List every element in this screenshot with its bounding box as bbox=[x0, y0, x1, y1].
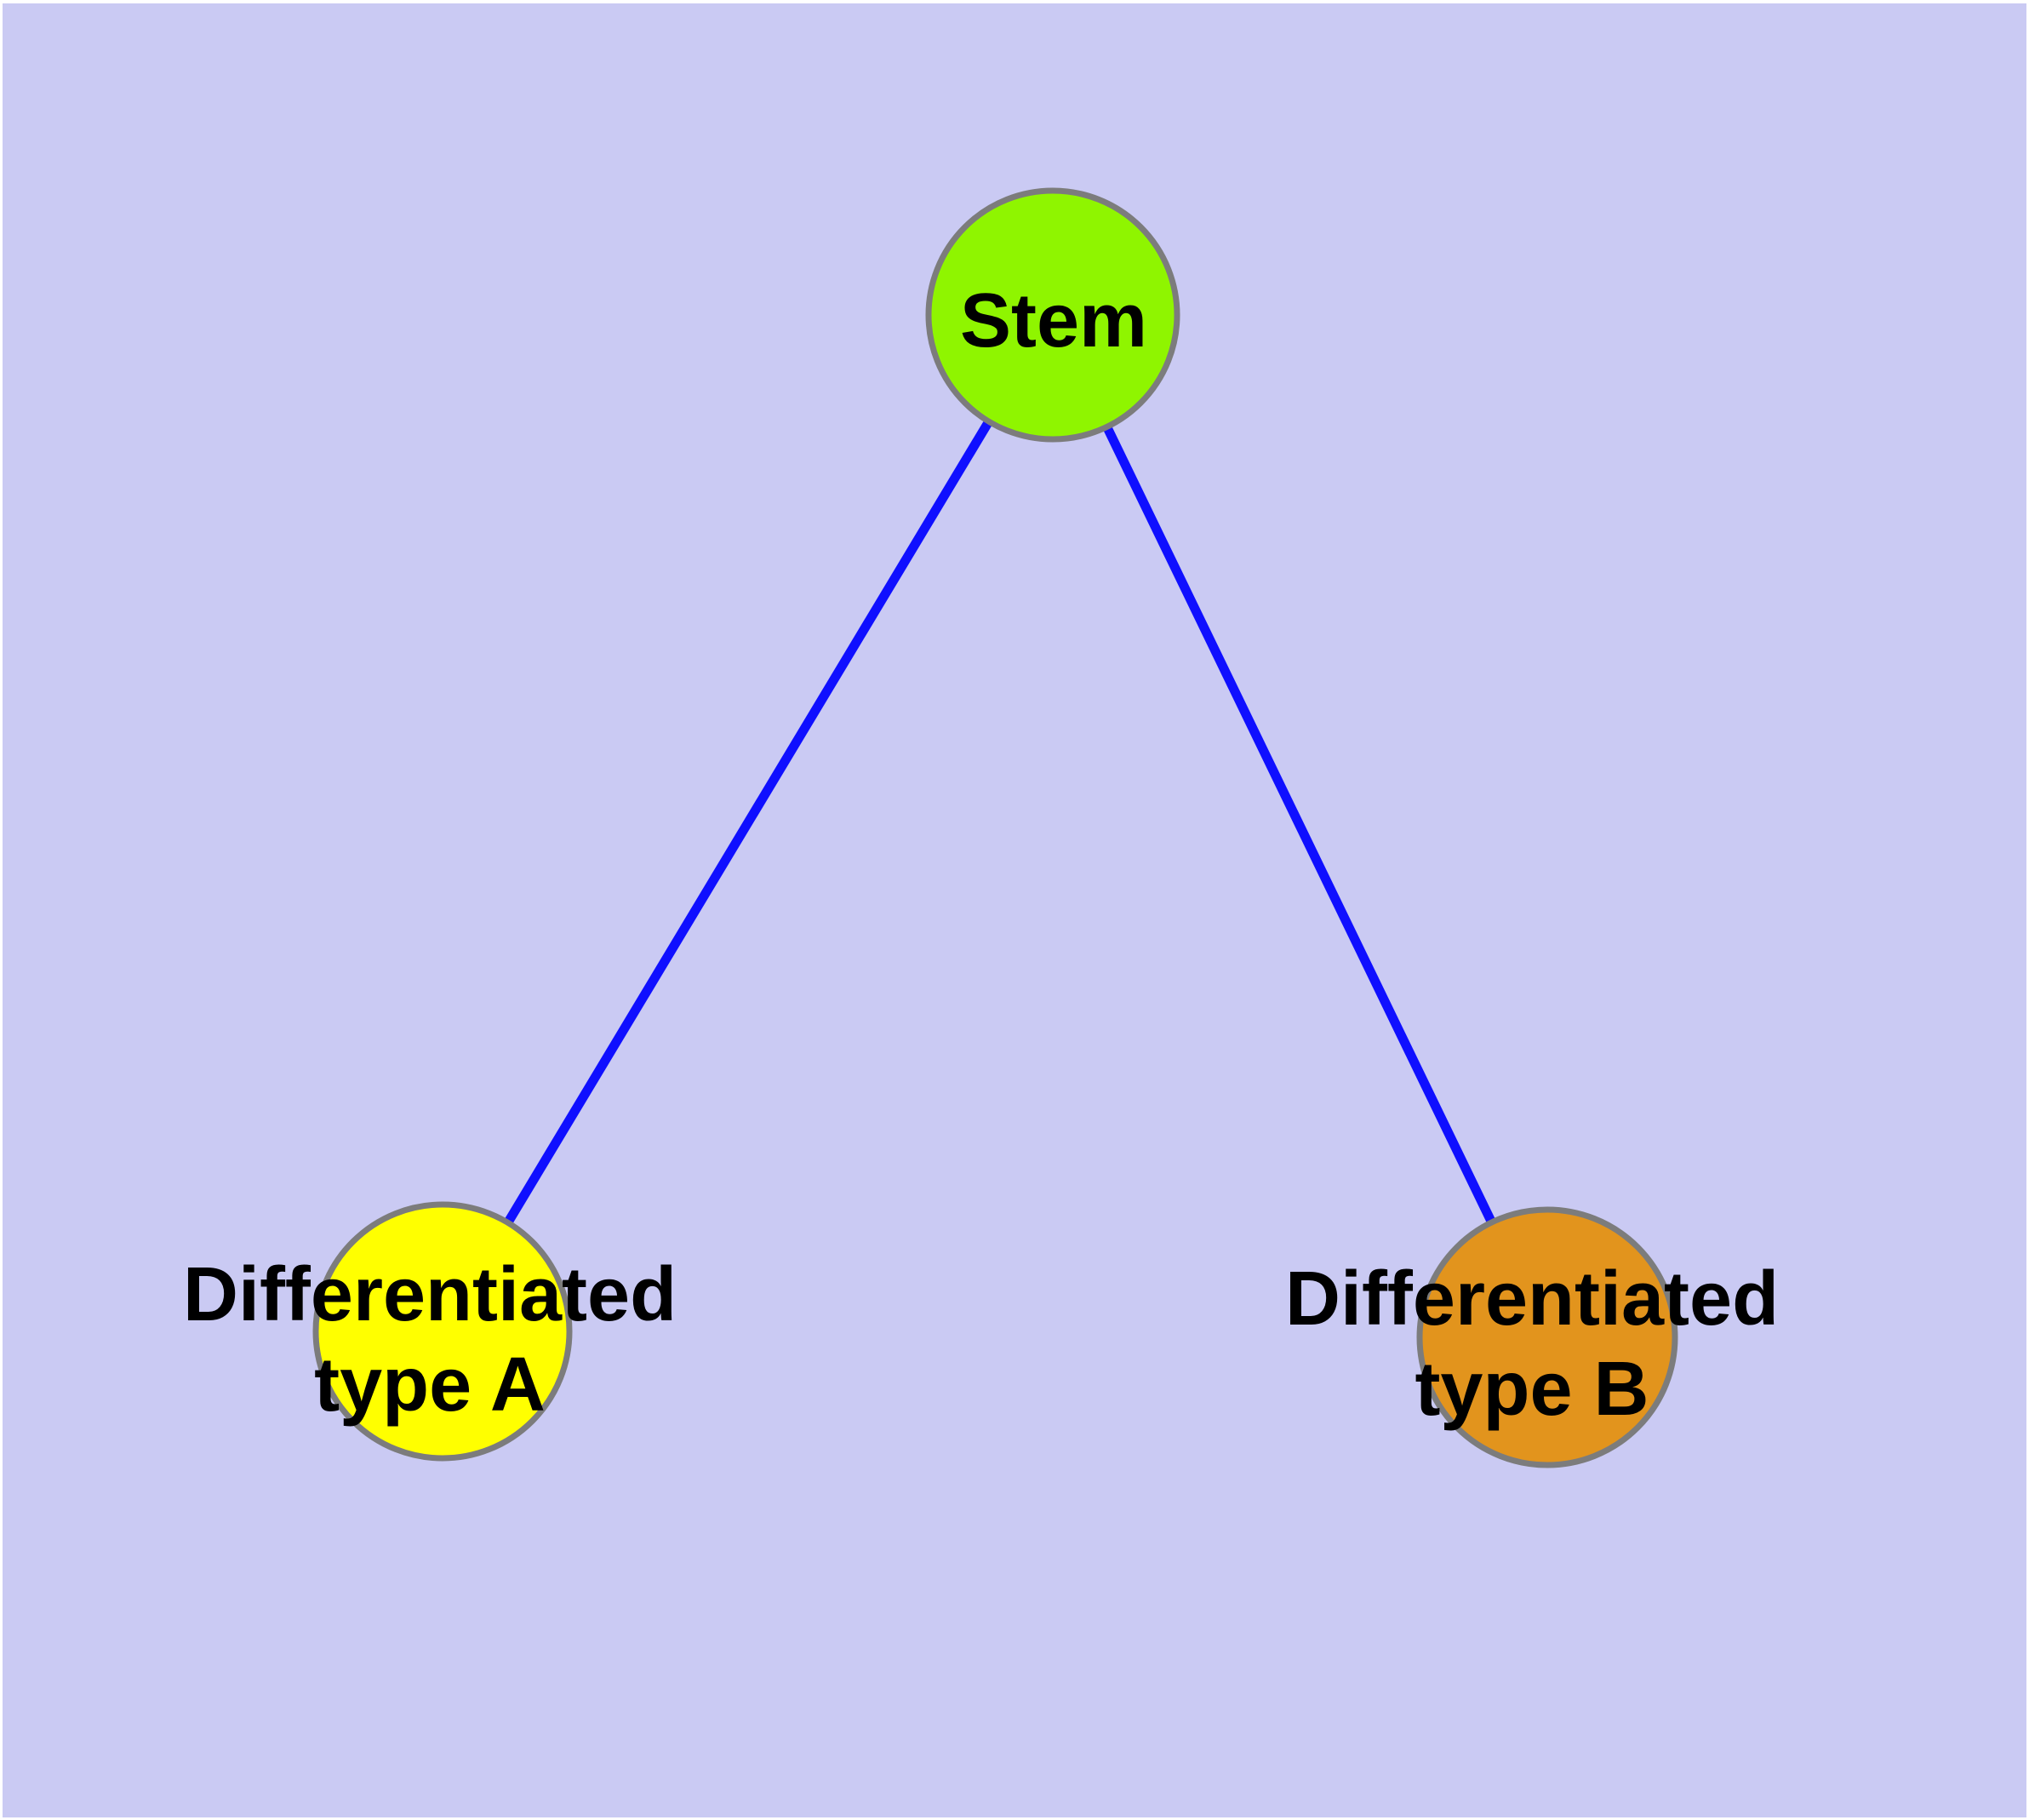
node-stem bbox=[925, 187, 1180, 443]
node-label-differentiated-type-a: Differentiated type A bbox=[183, 1250, 677, 1430]
node-label-type-a-line-2: type A bbox=[314, 1342, 546, 1428]
node-label-stem: Stem bbox=[960, 276, 1147, 366]
node-label-type-a-line-1: Differentiated bbox=[182, 1252, 677, 1337]
node-label-differentiated-type-b: Differentiated type B bbox=[1285, 1254, 1779, 1434]
node-label-type-b-line-2: type B bbox=[1415, 1347, 1649, 1432]
node-label-stem-line: Stem bbox=[959, 278, 1148, 363]
edge-stem-to-type-a bbox=[438, 312, 1057, 1334]
node-differentiated-type-a bbox=[312, 1201, 573, 1462]
node-label-type-b-line-1: Differentiated bbox=[1284, 1256, 1780, 1342]
node-differentiated-type-b bbox=[1416, 1206, 1678, 1468]
edge-stem-to-type-b bbox=[1049, 312, 1552, 1340]
